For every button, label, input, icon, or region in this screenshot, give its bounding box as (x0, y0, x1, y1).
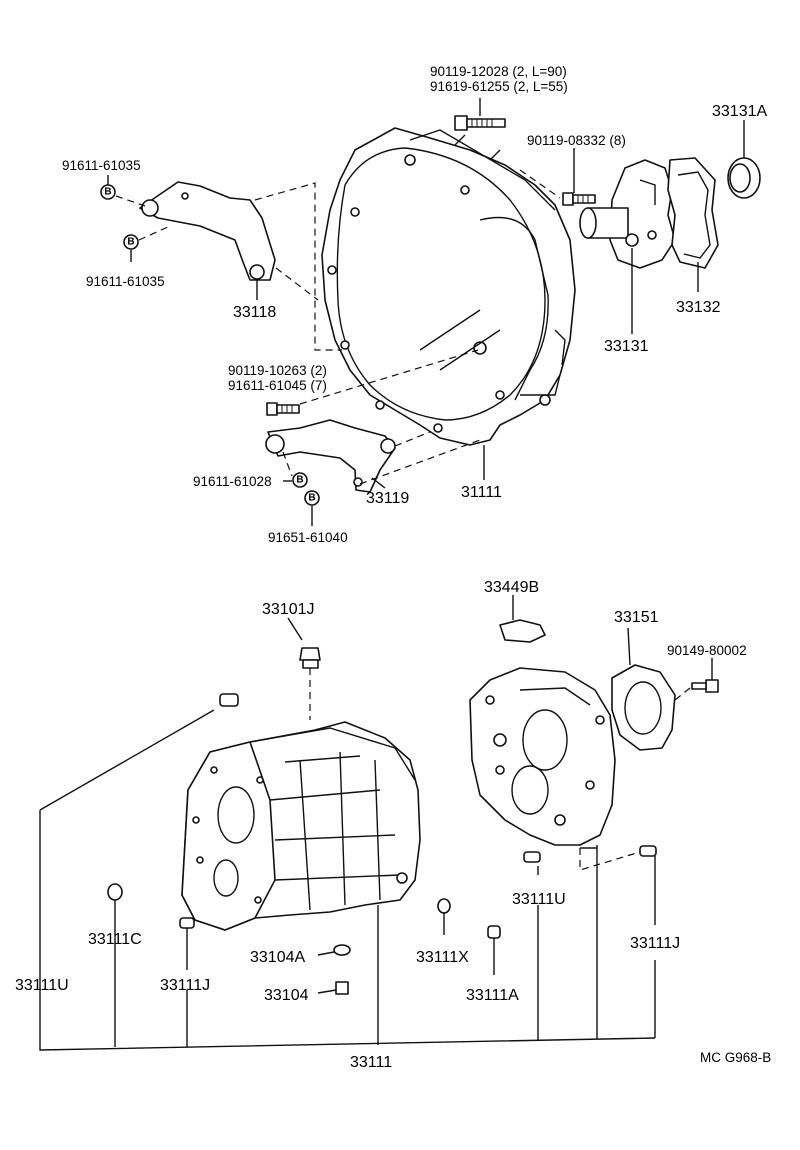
bolt-90119-12028 (454, 115, 506, 131)
plug-33111C (107, 883, 123, 1047)
label-33111J-right: 33111J (630, 935, 680, 952)
label-33101J: 33101J (262, 601, 315, 618)
dowel-33111U-right (523, 851, 541, 875)
bolt-91651-61040: B (304, 490, 320, 506)
label-90119-08332: 90119-08332 (8) (527, 133, 626, 148)
label-33111U-right: 33111U (512, 891, 566, 908)
label-33151: 33151 (614, 609, 659, 626)
label-33449B: 33449B (484, 579, 539, 596)
dowel-33111J-left (179, 917, 195, 1047)
label-90119-12028: 90119-12028 (2, L=90) (430, 64, 567, 79)
label-33132: 33132 (676, 299, 721, 316)
bolt-90119-10263 (266, 402, 300, 416)
label-33111A: 33111A (466, 987, 519, 1004)
label-33131A: 33131A (712, 103, 767, 120)
label-33119: 33119 (366, 490, 409, 507)
label-90149-80002: 90149-80002 (667, 643, 747, 658)
leader-lines-upper (107, 98, 745, 526)
washer-33104A (317, 944, 351, 956)
plug-33104 (317, 981, 349, 995)
transmission-case-33111 (181, 721, 421, 931)
label-33104A: 33104A (250, 949, 305, 966)
label-33104: 33104 (264, 987, 309, 1004)
label-33111C: 33111C (88, 931, 142, 948)
assembly-lines-upper (115, 169, 561, 485)
svg-text:B: B (104, 187, 111, 198)
gasket-33132 (667, 157, 719, 269)
plug-33111X (437, 898, 451, 935)
bell-housing-31111 (321, 127, 576, 446)
label-91651-61040: 91651-61040 (268, 530, 348, 545)
sensor-33449B (499, 595, 546, 643)
figure-code: MC G968-B (700, 1050, 771, 1065)
bolt-91611-61035-b: B (123, 234, 139, 250)
label-33111X: 33111X (416, 949, 469, 966)
label-31111: 31111 (461, 484, 502, 501)
label-33111J-left: 33111J (160, 977, 210, 994)
part-labels: 90119-12028 (2, L=90) 91619-61255 (2, L=… (15, 64, 771, 1071)
assembly-lines-lower (579, 687, 691, 871)
bolt-91611-61028: B (292, 472, 308, 488)
bolt-90119-08332 (562, 192, 596, 206)
cover-33151 (611, 627, 676, 751)
group-bracket-33111 (39, 810, 656, 1051)
extension-housing (469, 667, 616, 846)
plug-33111A (487, 925, 501, 975)
bolt-91611-61035-a: B (100, 184, 116, 200)
label-91611-61045: 91611-61045 (7) (228, 378, 327, 393)
oil-seal-33131A (727, 157, 761, 199)
label-33131: 33131 (604, 338, 649, 355)
label-91619-61255: 91619-61255 (2, L=55) (430, 79, 568, 94)
dowel-pin-top-left (39, 693, 239, 811)
switch-33101J (287, 617, 321, 720)
label-33118: 33118 (233, 304, 276, 321)
label-33111U-left: 33111U (15, 977, 69, 994)
svg-text:B: B (296, 475, 303, 486)
bearing-retainer-33131 (579, 159, 676, 269)
svg-text:B: B (308, 493, 315, 504)
label-33111: 33111 (350, 1054, 392, 1071)
bracket-33118 (139, 181, 276, 281)
label-91611-61035-b: 91611-61035 (86, 274, 165, 289)
label-91611-61028: 91611-61028 (193, 474, 272, 489)
bolt-90149-80002 (691, 658, 719, 693)
label-90119-10263: 90119-10263 (2) (228, 363, 327, 378)
label-91611-61035-a: 91611-61035 (62, 158, 141, 173)
dowel-33111J-right (639, 845, 657, 925)
svg-text:B: B (127, 237, 134, 248)
